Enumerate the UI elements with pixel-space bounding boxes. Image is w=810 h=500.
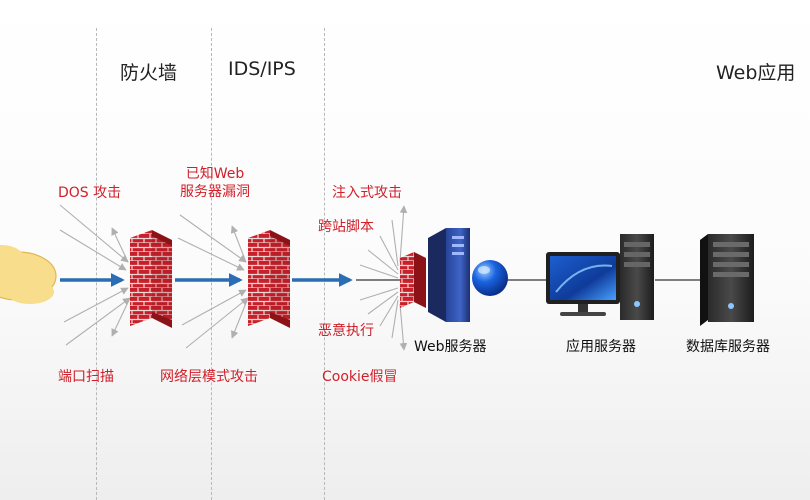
attack-label-known-server-vuln: 已知Web 服务器漏洞 (170, 165, 260, 201)
attack-label-known-server-vuln-line2: 服务器漏洞 (180, 184, 250, 200)
firewall-wall-icon (130, 230, 172, 328)
zone-label-ids-ips: IDS/IPS (228, 58, 296, 80)
attack-label-cookie-spoof: Cookie假冒 (322, 369, 398, 385)
divider-3 (324, 28, 325, 500)
app-server-icon (546, 234, 654, 320)
divider-2 (211, 28, 212, 500)
node-label-app-server: 应用服务器 (566, 339, 636, 355)
attack-label-injection: 注入式攻击 (332, 185, 402, 201)
attack-label-dos: DOS 攻击 (58, 185, 122, 201)
web-server-icon (428, 228, 508, 322)
attack-label-malicious-exec: 恶意执行 (318, 323, 374, 339)
attack-label-port-scan: 端口扫描 (58, 369, 114, 385)
waf-wall-icon (400, 252, 426, 308)
divider-1 (96, 28, 97, 500)
attack-label-known-server-vuln-line1: 已知Web (185, 166, 245, 182)
cloud-icon (0, 245, 57, 304)
node-label-web-server: Web服务器 (414, 339, 487, 355)
zone-label-web-app: Web应用 (716, 62, 796, 84)
ids-ips-wall-icon (248, 230, 290, 328)
attack-label-network-pattern: 网络层模式攻击 (160, 369, 258, 385)
database-server-icon (700, 234, 754, 326)
node-label-db-server: 数据库服务器 (686, 339, 770, 355)
zone-label-firewall: 防火墙 (120, 62, 178, 84)
attack-label-xss: 跨站脚本 (318, 219, 374, 235)
